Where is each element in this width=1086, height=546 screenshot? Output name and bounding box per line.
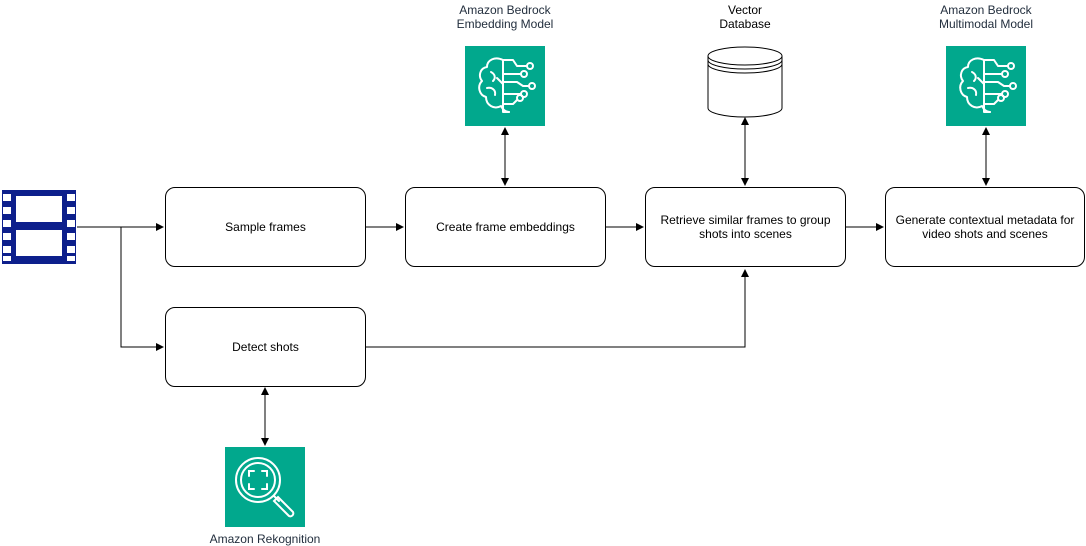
database-cylinder-icon [707, 46, 783, 118]
sample-frames-node: Sample frames [165, 187, 366, 267]
bedrock-embedding-icon [465, 46, 545, 126]
detect-shots-node: Detect shots [165, 307, 366, 387]
generate-metadata-node: Generate contextual metadata for video s… [885, 187, 1085, 267]
bedrock-multimodal-icon [946, 46, 1026, 126]
brain-circuit-icon [478, 57, 536, 113]
brain-circuit-icon [959, 57, 1017, 113]
edge-detect-retrieve [366, 269, 749, 348]
vector-database-label: Vector Database [719, 3, 771, 31]
film-strip-icon [2, 190, 76, 264]
rekognition-icon [225, 447, 305, 527]
retrieve-similar-node: Retrieve similar frames to group shots i… [645, 187, 846, 267]
rekognition-label: Amazon Rekognition [209, 532, 321, 546]
embedding-model-label: Amazon Bedrock Embedding Model [456, 3, 554, 31]
magnifier-focus-icon [235, 457, 295, 518]
create-embeddings-node: Create frame embeddings [405, 187, 606, 267]
multimodal-model-label: Amazon Bedrock Multimodal Model [938, 3, 1034, 31]
edge-video-detect [120, 227, 164, 351]
